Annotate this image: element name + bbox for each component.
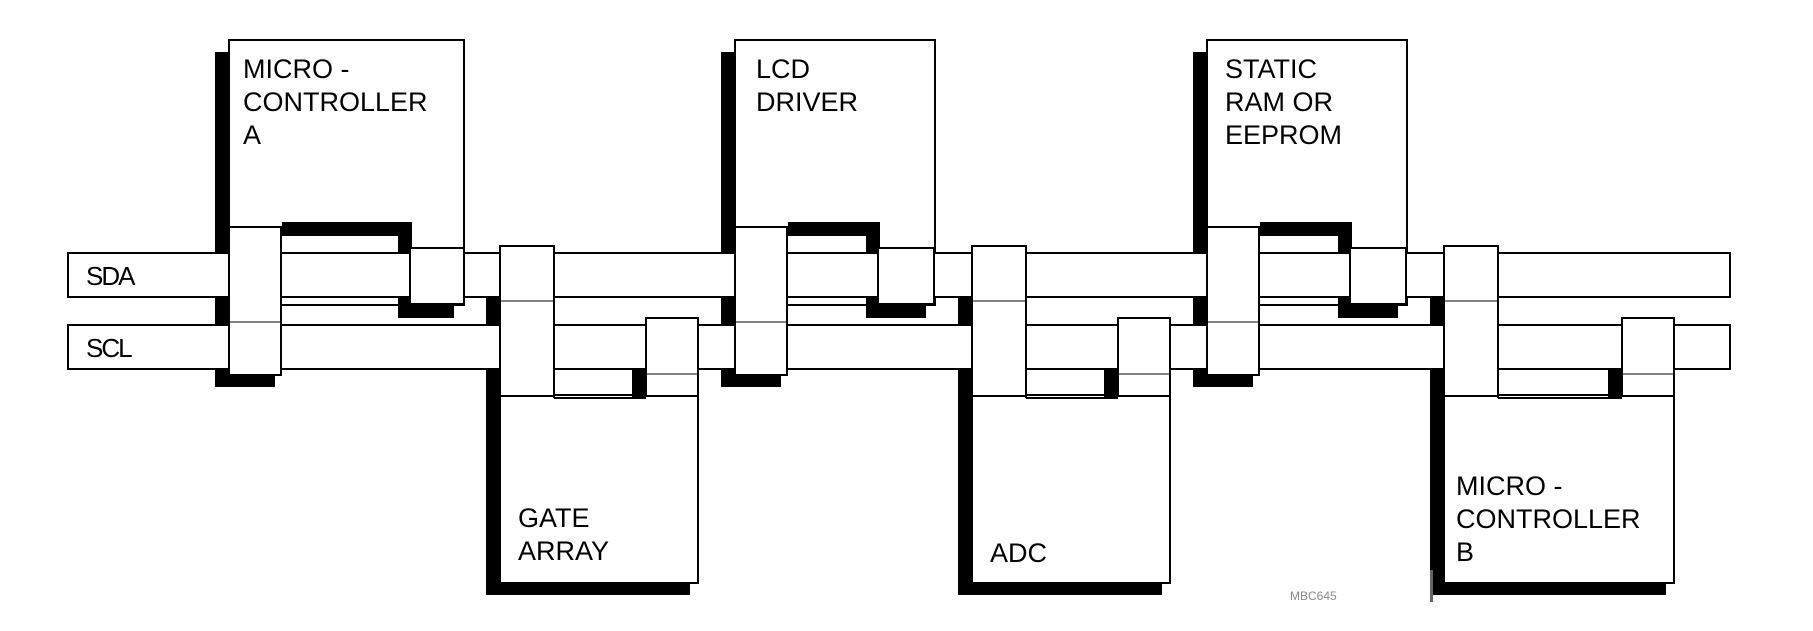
device-gate-array xyxy=(486,295,699,595)
lower-sda-connectors xyxy=(499,245,1499,397)
gate-array-label: GATE ARRAY xyxy=(518,503,609,566)
adc-label: ADC xyxy=(990,538,1047,568)
upper-sda-connectors xyxy=(409,247,1407,305)
figure-code-tick xyxy=(1430,570,1433,602)
lcd-driver-label: LCD DRIVER xyxy=(756,54,858,117)
lower-scl-connectors xyxy=(645,317,1675,397)
figure-code: MBC645 xyxy=(1290,589,1337,603)
scl-label: SCL xyxy=(86,333,132,363)
static-ram-label: STATIC RAM OR EEPROM xyxy=(1225,54,1342,150)
device-micro-controller-b xyxy=(1430,295,1675,595)
micro-controller-a-label: MICRO - CONTROLLER A xyxy=(243,54,435,150)
sda-label: SDA xyxy=(86,261,136,291)
device-adc xyxy=(958,295,1171,595)
upper-scl-connectors xyxy=(228,226,1260,376)
micro-controller-b-label: MICRO - CONTROLLER B xyxy=(1456,471,1648,567)
